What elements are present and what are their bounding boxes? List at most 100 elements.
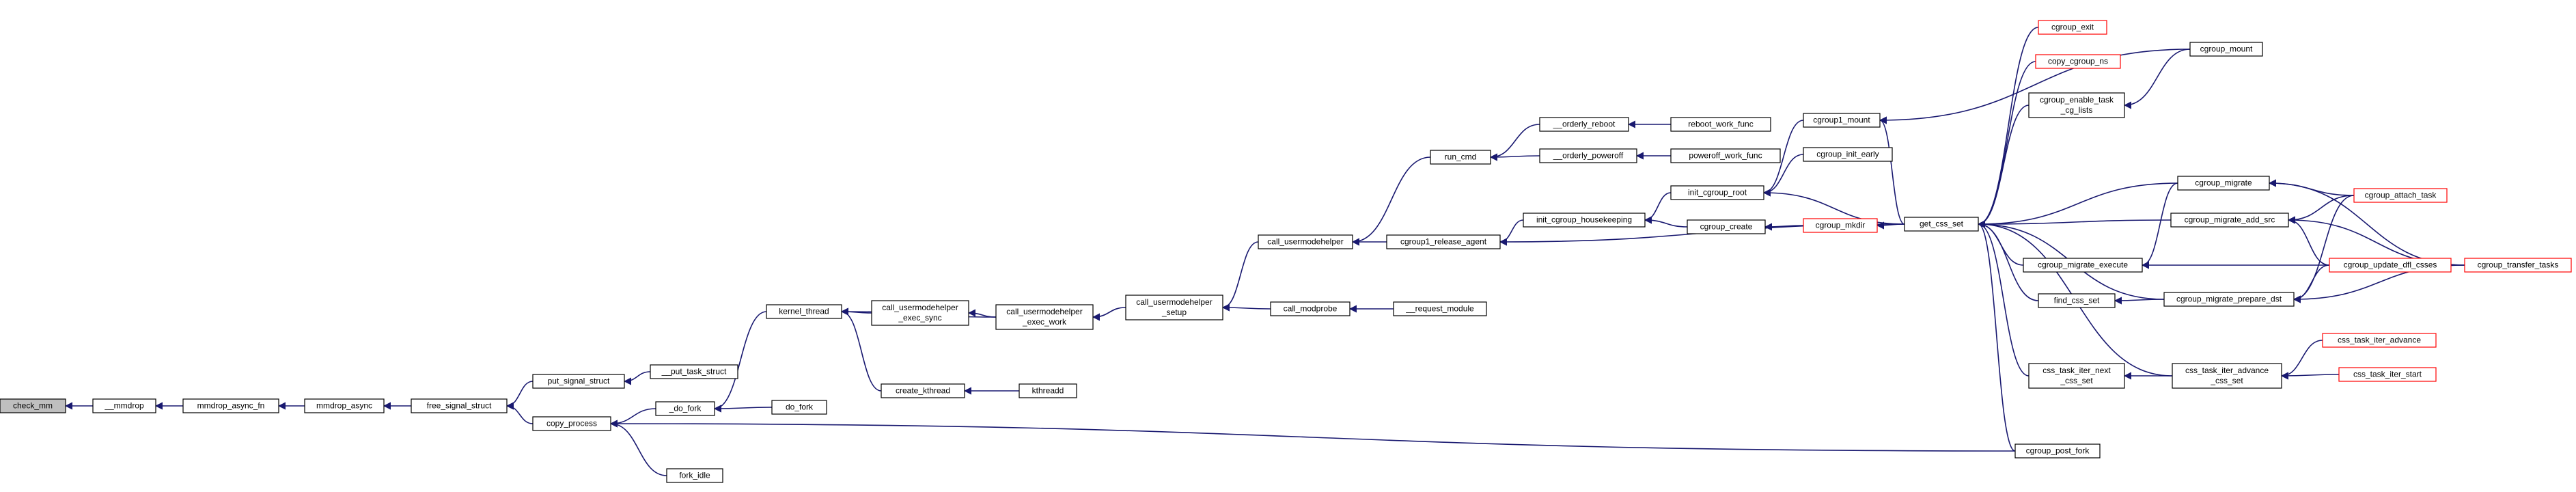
node-cgroup-migrate-execute[interactable]: cgroup_migrate_execute (2023, 258, 2143, 273)
node-label: call_modprobe (1284, 304, 1338, 314)
node-box (2038, 293, 2116, 308)
node-check-mm[interactable]: check_mm (0, 398, 66, 413)
node-put-signal-struct[interactable]: put_signal_struct (532, 374, 625, 389)
node-poweroff-work-func[interactable]: poweroff_work_func (1670, 148, 1781, 163)
edge-cgroup-update-dfl-csses-to-cgroup-migrate-prepare-dst (2293, 264, 2330, 303)
node-call-usermodehelper[interactable]: call_usermodehelper (1258, 234, 1353, 249)
node-cgroup-mount[interactable]: cgroup_mount (2189, 42, 2263, 57)
node-cgroup-enable-task-cg-lists[interactable]: cgroup_enable_task_cg_lists (2028, 92, 2125, 118)
node-css-task-iter-advance[interactable]: css_task_iter_advance (2322, 333, 2437, 348)
node-label: call_usermodehelper (1136, 297, 1212, 307)
node-init-cgroup-root[interactable]: init_cgroup_root (1670, 185, 1764, 200)
node-init-cgroup-housekeeping[interactable]: init_cgroup_housekeeping (1523, 213, 1646, 228)
edge-put-task-struct-to-put-signal-struct (623, 371, 651, 385)
edge-copy-cgroup-ns-to-get-css-set (1977, 61, 2036, 228)
node-cgroup1-release-agent[interactable]: cgroup1_release_agent (1386, 234, 1501, 249)
node-label: cgroup_mkdir (1816, 221, 1866, 230)
node-box (2028, 92, 2125, 118)
node-do-fork[interactable]: do_fork (771, 400, 827, 415)
node-mmdrop-async-fn[interactable]: mmdrop_async_fn (182, 398, 279, 413)
edge-cgroup-migrate-add-src-to-get-css-set (1977, 219, 2172, 228)
edge-cgroup-mount-to-cgroup-enable-task-cg-lists (2123, 49, 2191, 109)
node-call-usermodehelper-setup[interactable]: call_usermodehelper_setup (1125, 295, 1223, 320)
edge-css-task-iter-advance-to-css-task-iter-advance-css-set (2280, 340, 2323, 380)
node-label: _cg_lists (2060, 105, 2093, 115)
node-call-usermodehelper-exec-sync[interactable]: call_usermodehelper_exec_sync (871, 300, 969, 326)
node-mmdrop[interactable]: __mmdrop (92, 398, 156, 413)
node-call-modprobe[interactable]: call_modprobe (1270, 301, 1351, 316)
node-cgroup-mkdir[interactable]: cgroup_mkdir (1803, 218, 1878, 233)
node-run-cmd[interactable]: run_cmd (1430, 150, 1491, 165)
node-reboot-work-func[interactable]: reboot_work_func (1670, 117, 1771, 132)
node-put-task-struct[interactable]: __put_task_struct (650, 364, 738, 379)
node-create-kthread[interactable]: create_kthread (881, 383, 965, 398)
edge-init-cgroup-root-to-init-cgroup-housekeeping (1644, 192, 1672, 224)
node-box (1687, 219, 1766, 234)
node-label: fork_idle (679, 471, 710, 480)
node-get-css-set[interactable]: get_css_set (1904, 217, 1979, 232)
edge-call-modprobe-to-call-usermodehelper-setup (1221, 303, 1271, 312)
node-cgroup-create[interactable]: cgroup_create (1687, 219, 1766, 234)
node-request-module[interactable]: __request_module (1393, 301, 1487, 316)
node-box (1019, 383, 1077, 398)
node-cgroup-transfer-tasks[interactable]: cgroup_transfer_tasks (2464, 258, 2572, 273)
node-cgroup-attach-task[interactable]: cgroup_attach_task (2353, 188, 2448, 203)
node-label: init_cgroup_root (1688, 188, 1747, 197)
node-label: __mmdrop (104, 401, 144, 411)
node-label: kthreadd (1032, 386, 1064, 396)
node-box (1904, 217, 1979, 232)
node-cgroup1-mount[interactable]: cgroup1_mount (1803, 113, 1881, 128)
node-cgroup-post-fork[interactable]: cgroup_post_fork (2014, 443, 2101, 459)
node-box (2189, 42, 2263, 57)
node-copy-cgroup-ns[interactable]: copy_cgroup_ns (2035, 54, 2121, 69)
node-css-task-iter-advance-css-set[interactable]: css_task_iter_advance_css_set (2172, 363, 2282, 389)
node-box (2038, 20, 2107, 35)
node-cgroup-exit[interactable]: cgroup_exit (2038, 20, 2107, 35)
node-label: init_cgroup_housekeeping (1536, 215, 1632, 225)
node-mmdrop-async[interactable]: mmdrop_async (304, 398, 385, 413)
node-cgroup-migrate-add-src[interactable]: cgroup_migrate_add_src (2170, 213, 2289, 228)
node-label: cgroup_migrate_add_src (2185, 215, 2275, 225)
node-label: find_css_set (2054, 296, 2100, 305)
node-cgroup-migrate[interactable]: cgroup_migrate (2177, 176, 2270, 191)
node-box (771, 400, 827, 415)
node-cgroup-migrate-prepare-dst[interactable]: cgroup_migrate_prepare_dst (2163, 292, 2295, 307)
node-box (655, 401, 715, 416)
node-label: create_kthread (896, 386, 950, 396)
node-label: cgroup_create (1700, 222, 1753, 232)
edge-cgroup-migrate-prepare-dst-to-find-css-set (2114, 297, 2165, 305)
node-box (1270, 301, 1351, 316)
node-label: mmdrop_async_fn (197, 401, 265, 411)
edge-do-fork-to-copy-process (609, 408, 656, 428)
node-kernel-thread[interactable]: kernel_thread (766, 304, 842, 319)
node-label: __put_task_struct (661, 367, 727, 377)
node-box (1803, 218, 1878, 233)
node-label: css_task_iter_advance (2185, 366, 2269, 375)
node-copy-process[interactable]: copy_process (532, 416, 611, 431)
edge-call-usermodehelper-setup-to-call-usermodehelper-exec-work (1092, 307, 1126, 321)
node-box (2353, 188, 2448, 203)
node-call-usermodehelper-exec-work[interactable]: call_usermodehelper_exec_work (995, 304, 1094, 330)
node-orderly-reboot[interactable]: __orderly_reboot (1539, 117, 1629, 132)
edge-call-usermodehelper-to-call-usermodehelper-setup (1221, 241, 1259, 312)
node-find-css-set[interactable]: find_css_set (2038, 293, 2116, 308)
edge-cgroup-enable-task-cg-lists-to-get-css-set (1977, 105, 2030, 228)
edge-cgroup-attach-task-to-cgroup-migrate-prepare-dst (2293, 195, 2355, 303)
edge-do-fork-to-do-fork (713, 405, 773, 413)
node-do-fork[interactable]: _do_fork (655, 401, 715, 416)
edge-run-cmd-to-call-usermodehelper (1351, 156, 1431, 246)
node-label: reboot_work_func (1688, 120, 1753, 129)
node-orderly-poweroff[interactable]: __orderly_poweroff (1539, 148, 1637, 163)
node-label: _css_set (2210, 376, 2243, 385)
node-label: css_task_iter_start (2353, 370, 2422, 379)
node-free-signal-struct[interactable]: free_signal_struct (411, 398, 508, 413)
node-cgroup-init-early[interactable]: cgroup_init_early (1803, 147, 1893, 162)
node-kthreadd[interactable]: kthreadd (1019, 383, 1077, 398)
node-fork-idle[interactable]: fork_idle (666, 468, 723, 483)
node-css-task-iter-next-css-set[interactable]: css_task_iter_next_css_set (2028, 363, 2125, 389)
edge-get-css-set-to-cgroup-mkdir (1876, 221, 1905, 230)
node-css-task-iter-start[interactable]: css_task_iter_start (2338, 367, 2437, 382)
node-box (2338, 367, 2437, 382)
node-cgroup-update-dfl-csses[interactable]: cgroup_update_dfl_csses (2329, 258, 2452, 273)
